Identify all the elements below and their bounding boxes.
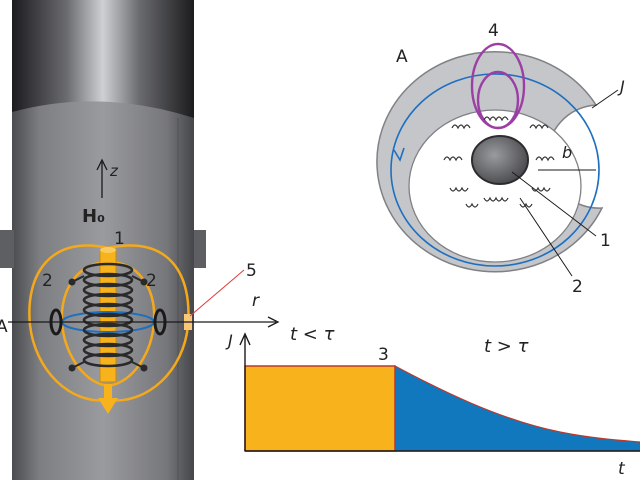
pipe-cross-section bbox=[376, 42, 619, 277]
label-core-2: 2 bbox=[572, 277, 583, 297]
graph-y-arrowhead bbox=[239, 332, 251, 346]
r-axis-arrowhead bbox=[267, 316, 280, 328]
label-t-less: t < τ bbox=[290, 324, 335, 345]
pipe-side-view bbox=[0, 0, 206, 480]
pipe-top-cap bbox=[12, 0, 194, 120]
current-time-graph bbox=[239, 332, 640, 452]
label-defect-5: 5 bbox=[246, 261, 257, 281]
label-sensor-right: 2 bbox=[146, 271, 157, 291]
graph-y-label: J bbox=[225, 331, 233, 350]
label-coil-1: 1 bbox=[114, 229, 125, 249]
probe-loop-inner bbox=[476, 70, 520, 130]
r-axis-label: r bbox=[252, 291, 260, 311]
field-arrow-down bbox=[98, 384, 118, 414]
pulse-region bbox=[244, 365, 396, 452]
field-label: H₀ bbox=[82, 206, 105, 227]
label-section-a: A bbox=[396, 47, 408, 67]
flange-right bbox=[194, 230, 206, 268]
coil-windings bbox=[82, 262, 134, 368]
label-sensor-left: 2 bbox=[42, 271, 53, 291]
label-t-greater: t > τ bbox=[484, 336, 529, 357]
decay-region bbox=[394, 365, 640, 452]
label-current-j: J bbox=[617, 77, 625, 96]
label-section-a-left: A bbox=[0, 317, 8, 337]
coil-leads bbox=[68, 275, 148, 372]
label-gap-b: b bbox=[562, 143, 572, 162]
coil-core-top bbox=[100, 247, 116, 253]
leader-2 bbox=[519, 197, 573, 277]
eddy-current-ring bbox=[390, 73, 600, 267]
z-axis-label: z bbox=[109, 162, 119, 180]
defect-leader bbox=[189, 269, 245, 317]
leader-1 bbox=[511, 171, 597, 237]
label-pulse-3: 3 bbox=[378, 345, 389, 365]
inner-bore bbox=[408, 109, 582, 263]
flange-left bbox=[0, 230, 14, 268]
eddy-direction-arrow bbox=[393, 147, 405, 162]
label-loop-4: 4 bbox=[488, 21, 499, 41]
label-core-1: 1 bbox=[600, 231, 611, 251]
z-axis-arrowhead bbox=[96, 158, 108, 171]
field-line-outer-left bbox=[28, 244, 109, 402]
winding-marks bbox=[443, 116, 555, 208]
leader-j bbox=[591, 89, 619, 109]
rod-core bbox=[471, 135, 529, 185]
graph-x-label: t bbox=[618, 459, 626, 479]
